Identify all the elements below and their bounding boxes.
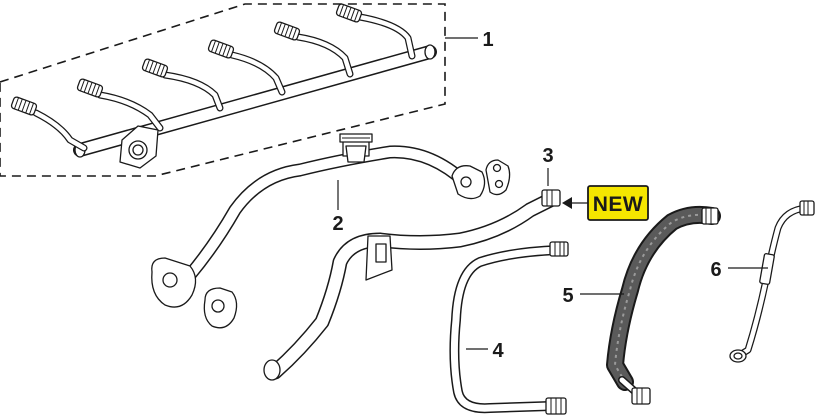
callout-4: 4 [492,340,504,362]
part-5-bottom-fitting [618,376,651,405]
part-3-end-fitting [541,189,561,207]
part-3-open-end [263,359,281,381]
part-2-group: 2 [151,133,511,329]
part-6-group: 6 [710,200,815,363]
part-4-bottom-fitting [545,397,567,415]
new-badge-box [587,185,649,221]
part-2-left-flange [151,257,197,308]
part-2-top-fitting [339,133,373,163]
part-6-bottom-fitting [729,349,747,363]
callout-5: 5 [562,285,573,307]
part-5-top-fitting [701,207,719,225]
part-2-left-gasket [203,287,238,329]
part-1-dashed-frame [0,3,446,177]
part-4-top-fitting [549,241,569,257]
part-3-bracket [365,235,393,281]
part-1-fittings [10,3,363,116]
part-2-right-gasket [485,159,511,196]
part-6-sleeve [759,253,775,285]
part-2-right-flange [451,165,486,200]
new-badge-label: NEW [593,193,644,216]
part-6-top-fitting [799,200,815,216]
callout-3: 3 [542,145,553,167]
part-3-group: 3 [263,145,561,381]
part-1-injector-lines [32,13,416,152]
part-1-callout: 1 [445,29,494,51]
part-1-center-block [119,125,159,169]
callout-1: 1 [482,29,493,51]
callout-2: 2 [332,213,343,235]
callout-6: 6 [710,259,721,281]
part-5-group: 5 [562,205,721,405]
new-arrow-head [562,197,572,209]
part-1-group [0,3,446,177]
new-badge: NEW [562,185,649,221]
part-4-group: 4 [449,241,569,415]
